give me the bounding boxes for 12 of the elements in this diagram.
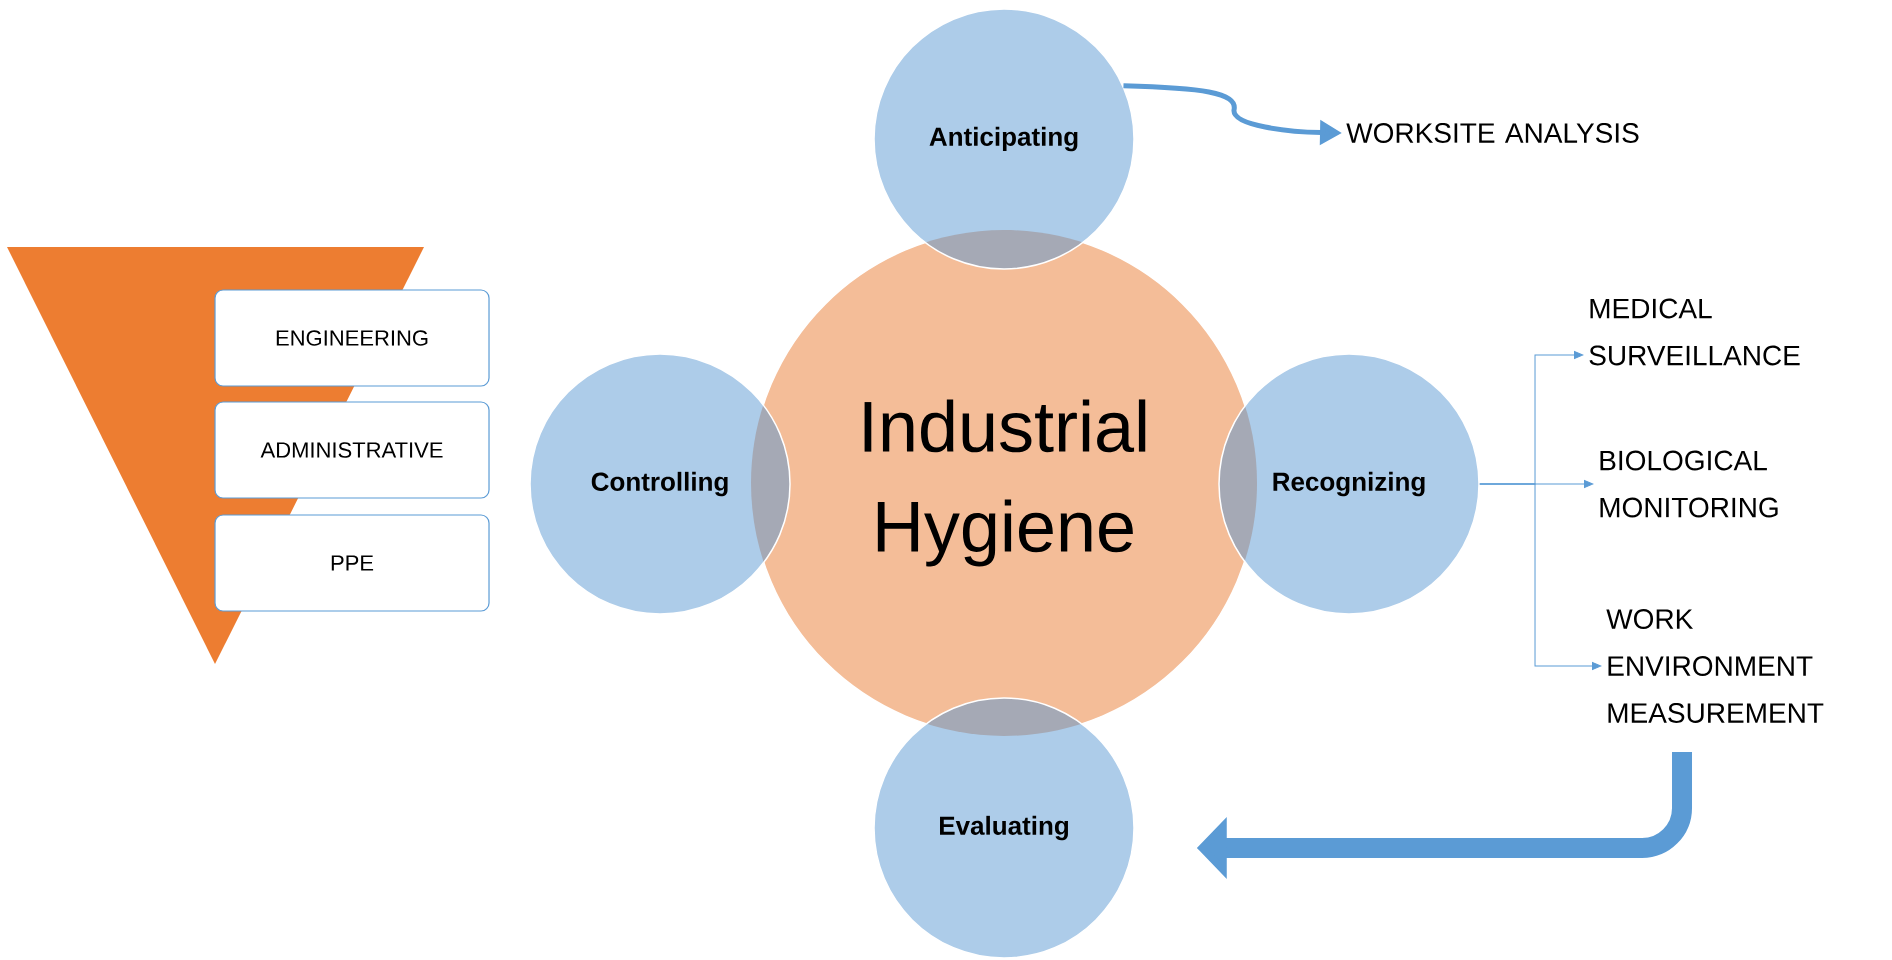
- control-box: PPE: [214, 514, 490, 612]
- node-label: Controlling: [591, 471, 728, 497]
- side-text: MEDICAL SURVEILLANCE: [1589, 298, 1800, 366]
- control-box: ENGINEERING: [214, 289, 490, 387]
- arrow: [1479, 483, 1602, 670]
- side-text: WORK ENVIRONMENT MEASUREMENT: [1606, 609, 1824, 723]
- side-text: BIOLOGICAL MONITORING: [1600, 450, 1778, 518]
- node-label: Evaluating: [940, 815, 1069, 841]
- side-text: WORKSITE ANALYSIS: [1346, 123, 1639, 143]
- node-label: Recognizing: [1273, 471, 1425, 497]
- control-box: ADMINISTRATIVE: [214, 401, 490, 499]
- node-label: Anticipating: [929, 126, 1078, 152]
